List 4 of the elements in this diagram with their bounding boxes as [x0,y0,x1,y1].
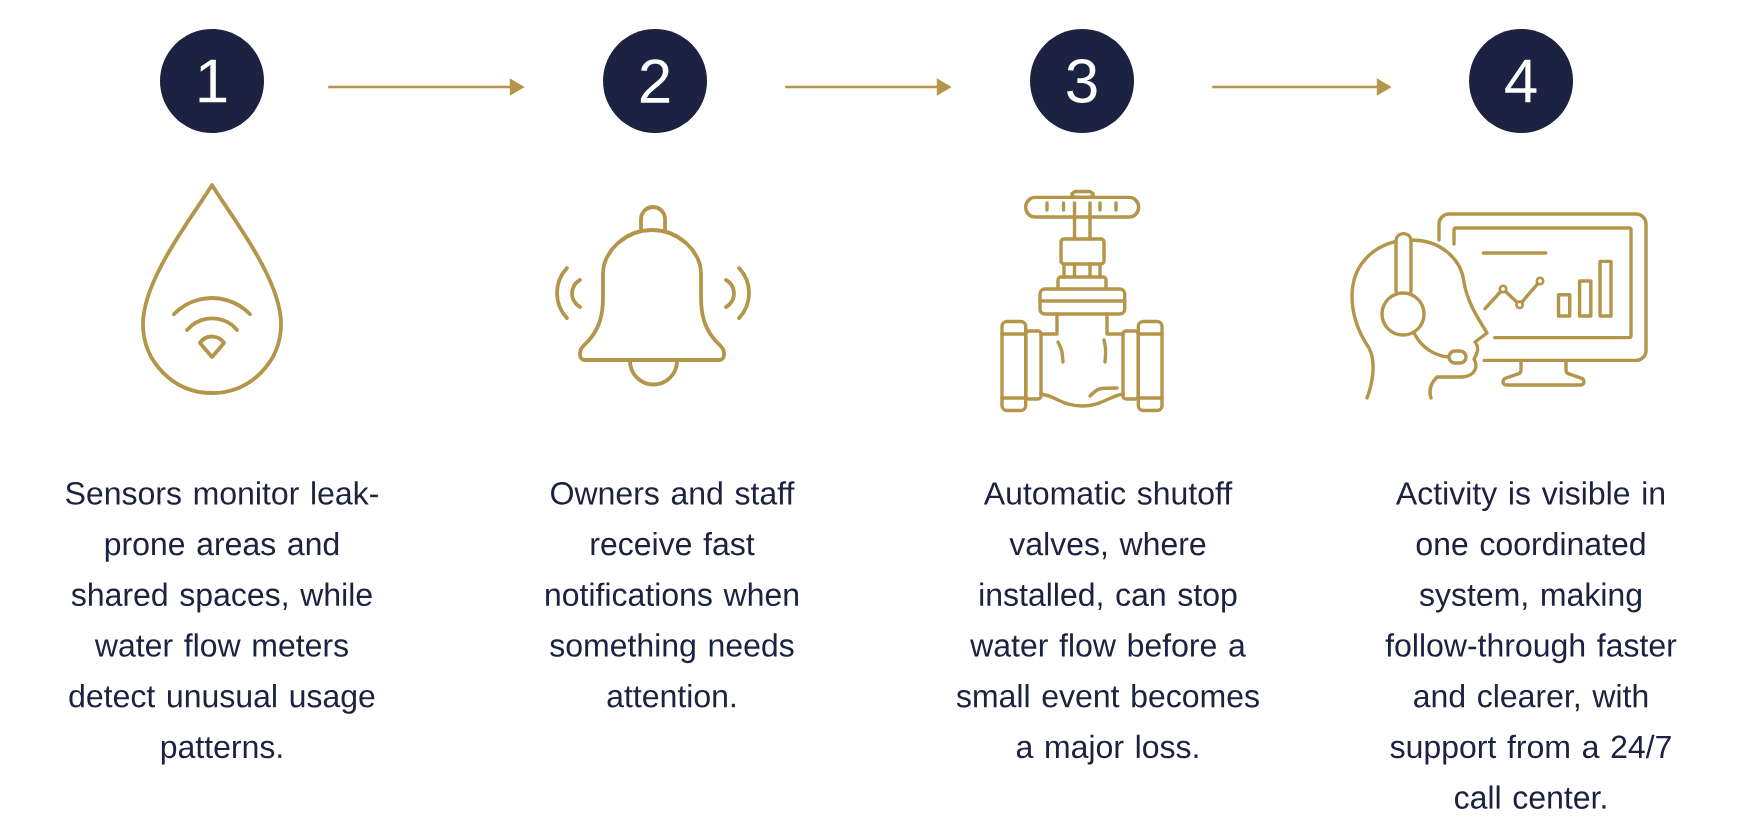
step-description: Sensors monitor leak-prone areas and shared spaces, while water flow meters detect unusual usage patterns. [66,481,378,765]
step-description: Activity is visible in one coordinated system, making follow-through faster and clearer, with support from a 24/7 call center. [1385,481,1677,809]
step-description: Automatic shutoff valves, where installed, can stop water flow before a small event becomes a major loss. [956,481,1259,765]
step-description: Owners and staff receive fast notifications when something needs attention. [546,481,798,708]
